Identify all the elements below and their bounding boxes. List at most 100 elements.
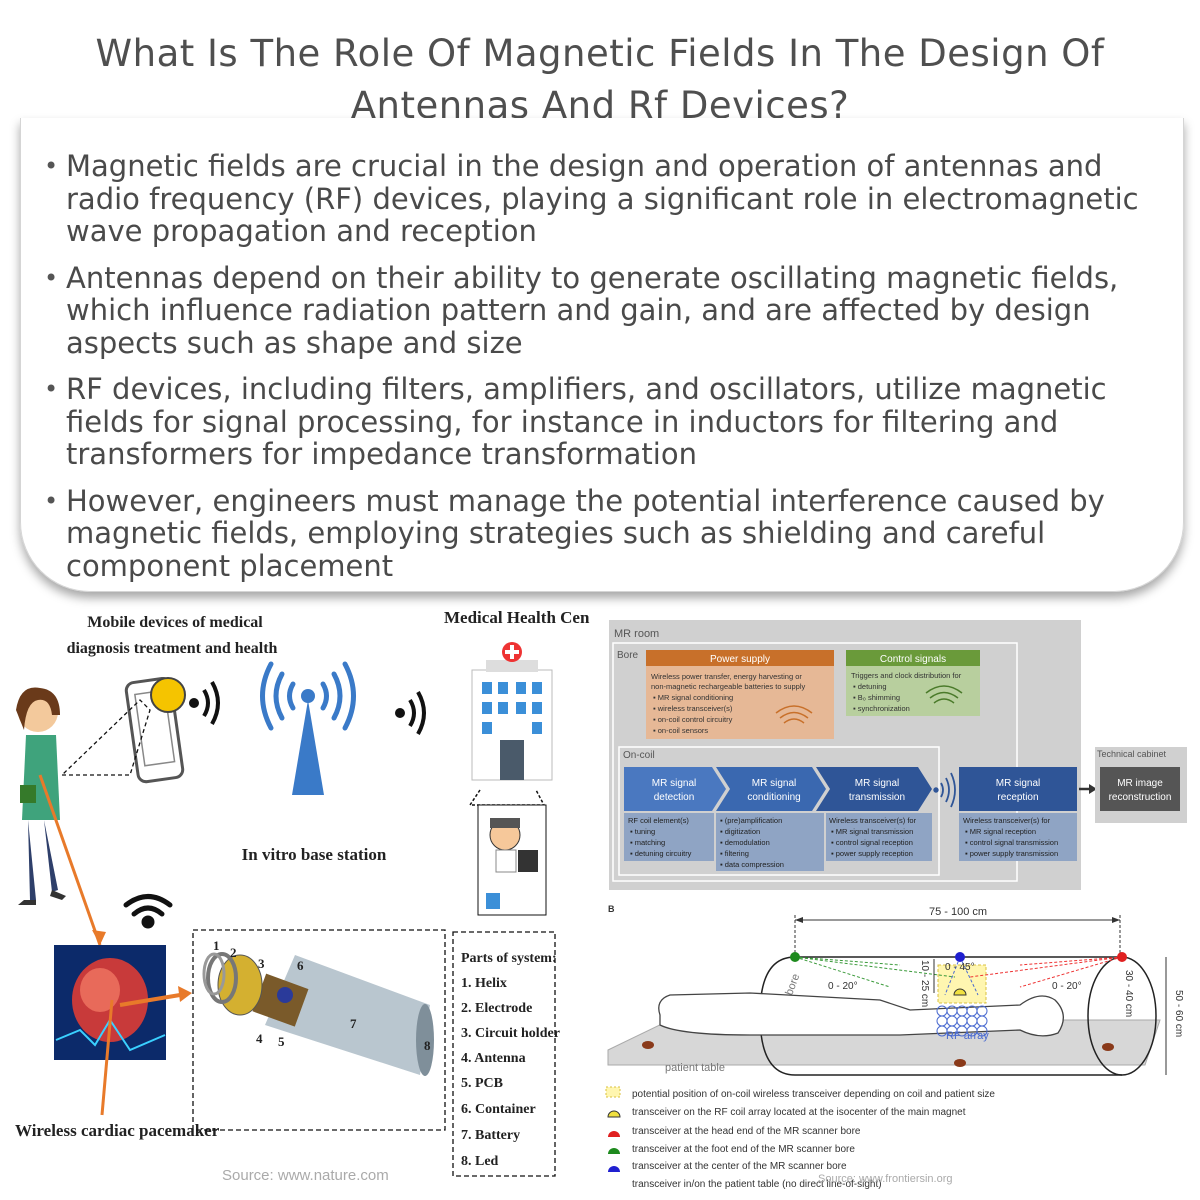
stage-conditioning [716,767,826,811]
transmit-wave-icon [933,772,956,808]
stage-label: MR signal [855,778,899,789]
technical-cabinet-label: Technical cabinet [1097,749,1167,759]
pacemaker-device [202,952,434,1076]
bullet-item: RF devices, including filters, amplifier… [40,373,1180,471]
power-item: ▪ on-coil control circuitry [653,715,733,724]
pacemaker-label-arrow [100,999,114,1116]
detail-text: ▪ control signal transmission [965,838,1058,847]
legend-swatch [607,1110,621,1118]
power-supply-title: Power supply [710,654,770,665]
dim-angle-top: 0 - 45° [945,962,975,973]
part-number-2: 2 [230,945,237,960]
right-source: Source: www.frontiersin.org [818,1173,953,1185]
detail-box-detection [624,813,714,861]
base-station-icon [260,661,356,795]
center-transceiver-marker [955,952,965,962]
phone-link-line [60,699,151,776]
dim-length: 75 - 100 cm [929,906,987,918]
rf-transceiver-zone [937,964,987,1004]
mobile-label-2: diagnosis treatment and health [67,640,278,657]
detail-text: ▪ digitization [720,827,760,836]
legend-item: potential position of on-coil wireless t… [632,1089,995,1100]
power-item: ▪ MR signal conditioning [653,693,733,702]
left-source: Source: www.nature.com [222,1167,389,1184]
stage-label: conditioning [747,792,800,803]
pacemaker-arrow [38,774,102,946]
hospital-icon [471,642,553,781]
detail-text: Wireless transceiver(s) for [829,816,917,825]
stage-transmission [816,767,932,811]
detail-text: ▪ detuning circuitry [630,849,692,858]
right-figure-graphic: MR room Bore Power supply Wireless power… [605,620,1187,1190]
dim-angle-left: 0 - 20° [828,981,858,992]
detail-text: ▪ power supply transmission [965,849,1058,858]
rf-array [936,1005,988,1037]
detail-text: ▪ MR signal transmission [831,827,913,836]
stage-label: reception [997,792,1038,803]
mobile-label-1: Mobile devices of medical [87,614,263,631]
part-number-1: 1 [213,938,220,953]
stage-label: detection [654,792,695,803]
part-item: 4. Antenna [461,1051,526,1066]
legend-swatch [608,1166,620,1172]
parts-title: Parts of system: [461,951,557,966]
detail-box-reception [959,813,1077,861]
control-signals-body [846,666,980,716]
control-item: ▪ B₀ shimming [853,693,900,702]
health-center-label: Medical Health Cen [444,608,590,627]
detail-text: ▪ (pre)amplification [720,816,782,825]
power-item: Wireless power transfer, energy harvesti… [651,672,802,681]
left-figure-graphic: Mobile devices of medical diagnosis trea… [15,608,590,1184]
detail-text: ▪ demodulation [720,838,770,847]
recon-label: MR image [1117,778,1163,789]
recon-label: reconstruction [1109,792,1172,803]
part-item: 5. PCB [461,1076,503,1091]
part-number-7: 7 [350,1016,357,1031]
stage-label: MR signal [996,778,1040,789]
control-item: ▪ synchronization [853,704,910,713]
stage-label: MR signal [752,778,796,789]
detail-text: ▪ filtering [720,849,749,858]
legend-item: transceiver at the head end of the MR sc… [632,1126,861,1137]
left-figure: Mobile devices of medical diagnosis trea… [0,600,590,1200]
wireless-signal-icon [189,681,426,735]
control-signals-header [846,650,980,666]
detail-text: Wireless transceiver(s) for [963,816,1051,825]
stage-label: MR signal [652,778,696,789]
dim-inner: 30 - 40 cm [1123,970,1134,1017]
device-box [192,929,446,1131]
page-title: What Is The Role Of Magnetic Fields In T… [95,32,1105,127]
part-number-8: 8 [424,1038,431,1053]
part-item: 2. Electrode [461,1001,532,1016]
wifi-icon [123,894,173,929]
foot-transceiver-marker [790,952,800,962]
detail-text: ▪ MR signal reception [965,827,1036,836]
panel-b-label: B [608,904,615,914]
detail-box-transmission [826,813,932,861]
stage-reception [959,767,1077,811]
power-supply-body [646,666,834,739]
isocenter-transceiver-marker [953,988,967,996]
detail-text: RF coil element(s) [628,816,689,825]
part-item: 8. Led [461,1154,499,1169]
legend-swatch [608,1131,620,1137]
dim-height: 10 - 25 cm [919,960,930,1007]
power-supply-header [646,650,834,666]
part-item: 7. Battery [461,1128,520,1143]
control-item: Triggers and clock distribution for [851,671,962,680]
base-station-label: In vitro base station [242,845,387,864]
legend-swatch [605,1086,621,1098]
reconstruction-box [1100,767,1180,811]
reception-arrow [1089,784,1097,794]
patient-outline [658,992,1064,1037]
part-number-3: 3 [258,956,265,971]
detail-text: ▪ data compression [720,860,784,869]
legend-item: transceiver on the RF coil array located… [632,1107,966,1118]
dim-angle-right: 0 - 20° [1052,981,1082,992]
legend-swatch [608,1148,620,1154]
bore-label: Bore [617,650,639,661]
bullet-item: However, engineers must manage the poten… [40,484,1180,583]
part-number-6: 6 [297,958,304,973]
dim-outer: 50 - 60 cm [1173,990,1184,1037]
stage-label: transmission [849,792,905,803]
